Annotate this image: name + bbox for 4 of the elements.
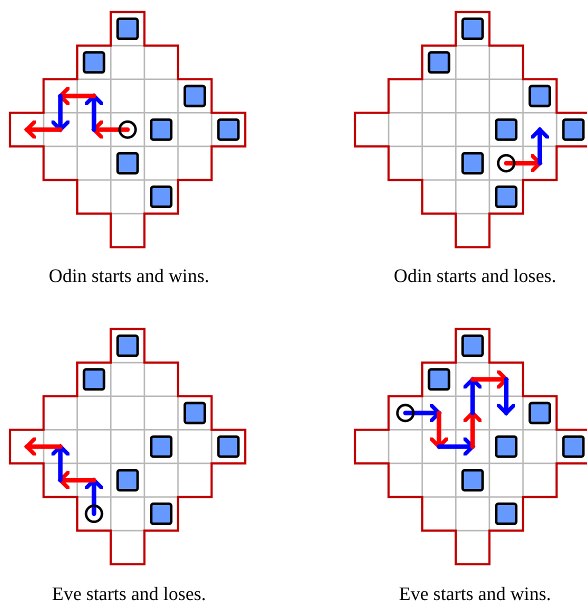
caption: Odin starts and wins. (48, 266, 210, 288)
caption: Eve starts and wins. (399, 584, 551, 606)
caption: Eve starts and loses. (52, 584, 206, 606)
caption: Odin starts and loses. (394, 266, 556, 288)
